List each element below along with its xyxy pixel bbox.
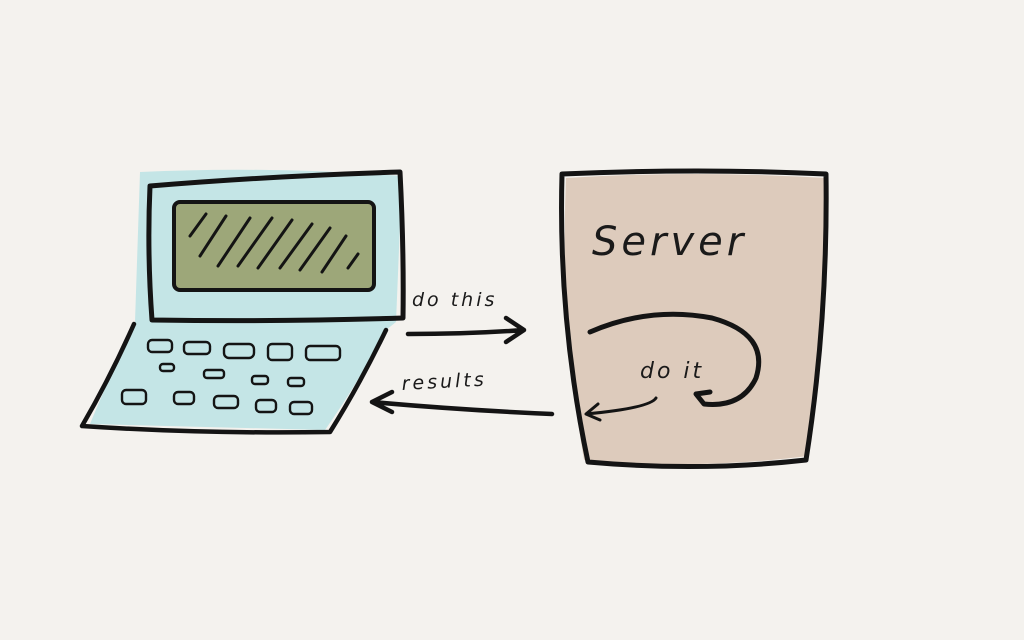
server-outline xyxy=(559,168,829,470)
key xyxy=(146,338,174,354)
process-label: do it xyxy=(640,359,704,384)
key xyxy=(288,400,314,416)
response-label: results xyxy=(401,369,487,395)
key xyxy=(212,394,240,410)
key xyxy=(250,374,270,386)
server-box: Server do it xyxy=(559,168,829,470)
request-arrow-line xyxy=(405,315,527,345)
keyboard xyxy=(120,338,342,416)
process-loop-arrow xyxy=(587,311,762,407)
key xyxy=(202,368,226,380)
key xyxy=(254,398,278,414)
key xyxy=(120,388,148,406)
laptop-lid xyxy=(146,169,406,324)
request-label: do this xyxy=(412,289,497,311)
key xyxy=(266,342,294,362)
response-arrow: results xyxy=(369,369,555,417)
screen-hatch xyxy=(188,212,360,274)
response-arrow-line xyxy=(369,389,555,417)
key xyxy=(158,362,176,373)
server-wash xyxy=(564,174,826,465)
laptop-icon xyxy=(79,169,406,435)
request-arrow: do this xyxy=(405,289,527,345)
process-exit-arrow xyxy=(584,396,658,422)
laptop-base xyxy=(79,321,389,435)
server-label: Server xyxy=(592,219,747,265)
key xyxy=(172,390,196,406)
key xyxy=(222,342,256,360)
key xyxy=(286,376,306,388)
key xyxy=(304,344,342,362)
key xyxy=(182,340,212,356)
